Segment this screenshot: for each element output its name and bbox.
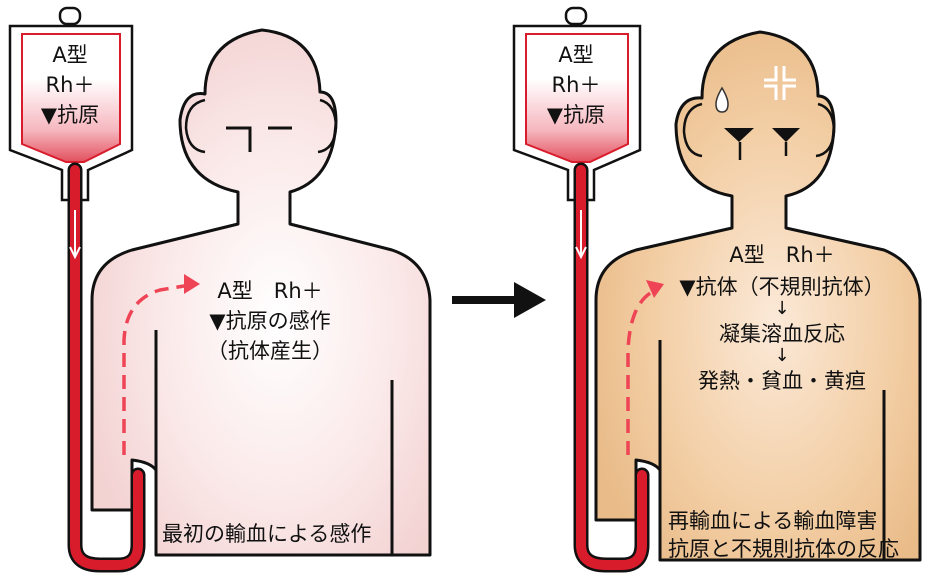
left-bag-blood-type: A型 bbox=[30, 44, 110, 66]
right-bag-rh: Rh＋ bbox=[536, 74, 616, 96]
left-caption: 最初の輸血による感作 bbox=[162, 523, 371, 545]
right-chest-blood-type: A型 Rh＋ bbox=[662, 244, 902, 266]
right-chest-down-arrow-1: ↓ bbox=[662, 300, 902, 319]
right-caption-line2: 抗原と不規則抗体の反応 bbox=[668, 538, 899, 560]
right-chest-hemolysis: 凝集溶血反応 bbox=[662, 323, 902, 345]
left-chest-antibody-production: （抗体産生） bbox=[190, 340, 350, 362]
right-bag-label: A型 Rh＋ ▼抗原 bbox=[536, 44, 616, 126]
left-bag-antigen: ▼抗原 bbox=[30, 104, 110, 126]
left-chest-blood-type: A型 Rh＋ bbox=[190, 280, 350, 302]
right-chest-antibody: ▼抗体（不規則抗体） bbox=[662, 276, 902, 298]
left-bag-hook bbox=[60, 8, 80, 24]
left-chest-sensitization: ▼抗原の感作 bbox=[190, 310, 350, 332]
left-bag-label: A型 Rh＋ ▼抗原 bbox=[30, 44, 110, 126]
right-bag-blood-type: A型 bbox=[536, 44, 616, 66]
right-bag-hook bbox=[566, 8, 586, 24]
right-caption-line1: 再輸血による輸血障害 bbox=[668, 510, 899, 532]
left-bag-rh: Rh＋ bbox=[30, 74, 110, 96]
left-chest-label: A型 Rh＋ ▼抗原の感作 （抗体産生） bbox=[190, 280, 350, 362]
right-caption: 再輸血による輸血障害 抗原と不規則抗体の反応 bbox=[668, 510, 899, 560]
right-chest-symptoms: 発熱・貧血・黄疸 bbox=[662, 370, 902, 392]
right-chest-label: A型 Rh＋ ▼抗体（不規則抗体） ↓ 凝集溶血反応 ↓ 発熱・貧血・黄疸 bbox=[662, 244, 902, 392]
right-arrow-icon bbox=[452, 282, 546, 318]
right-chest-down-arrow-2: ↓ bbox=[662, 347, 902, 366]
right-bag-antigen: ▼抗原 bbox=[536, 104, 616, 126]
